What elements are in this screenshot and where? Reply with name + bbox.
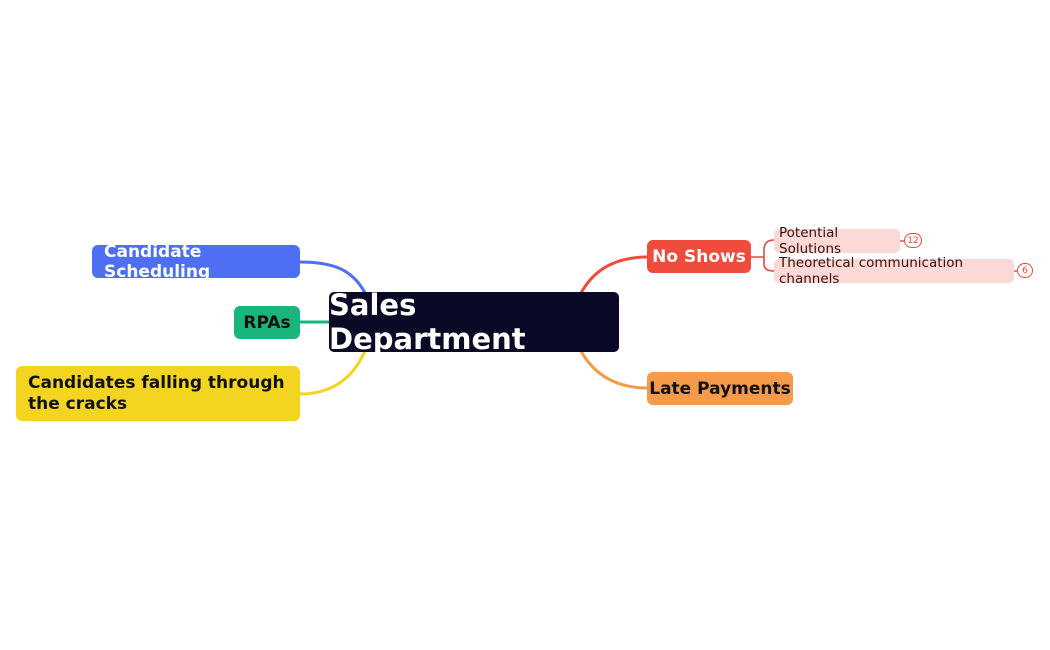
collapsed-count-badge[interactable]: 6 (1017, 263, 1033, 278)
topic-candidate-scheduling[interactable]: Candidate Scheduling (92, 242, 300, 282)
connector-candidates-falling (299, 350, 367, 396)
subtopic-theoretical-communication-channels[interactable]: Theoretical communication channels (774, 255, 1014, 287)
connector-no-shows (579, 255, 649, 294)
connector-candidate-scheduling (299, 260, 367, 294)
central-topic[interactable]: Sales Department (329, 288, 619, 356)
topic-no-shows[interactable]: No Shows (647, 240, 751, 273)
topic-rpas[interactable]: RPAs (234, 306, 300, 339)
subtopic-label: Potential Solutions (779, 225, 842, 257)
subtopic-potential-solutions[interactable]: Potential Solutions (774, 225, 900, 257)
connector-late-payments (579, 350, 649, 390)
topic-label: RPAs (243, 312, 291, 333)
collapsed-count: 6 (1022, 265, 1028, 276)
collapsed-count: 12 (907, 235, 919, 246)
central-topic-label: Sales Department (329, 288, 526, 356)
connector-no-shows-children (751, 239, 775, 272)
topic-label: Candidates falling through the cracks (28, 372, 285, 414)
topic-candidates-falling-through[interactable]: Candidates falling through the cracks (16, 366, 300, 421)
topic-late-payments[interactable]: Late Payments (647, 372, 793, 405)
topic-label: Late Payments (649, 378, 791, 399)
collapsed-count-badge[interactable]: 12 (904, 233, 922, 248)
topic-label: Candidate Scheduling (104, 241, 211, 282)
subtopic-label: Theoretical communication channels (779, 255, 964, 287)
topic-label: No Shows (652, 246, 746, 267)
